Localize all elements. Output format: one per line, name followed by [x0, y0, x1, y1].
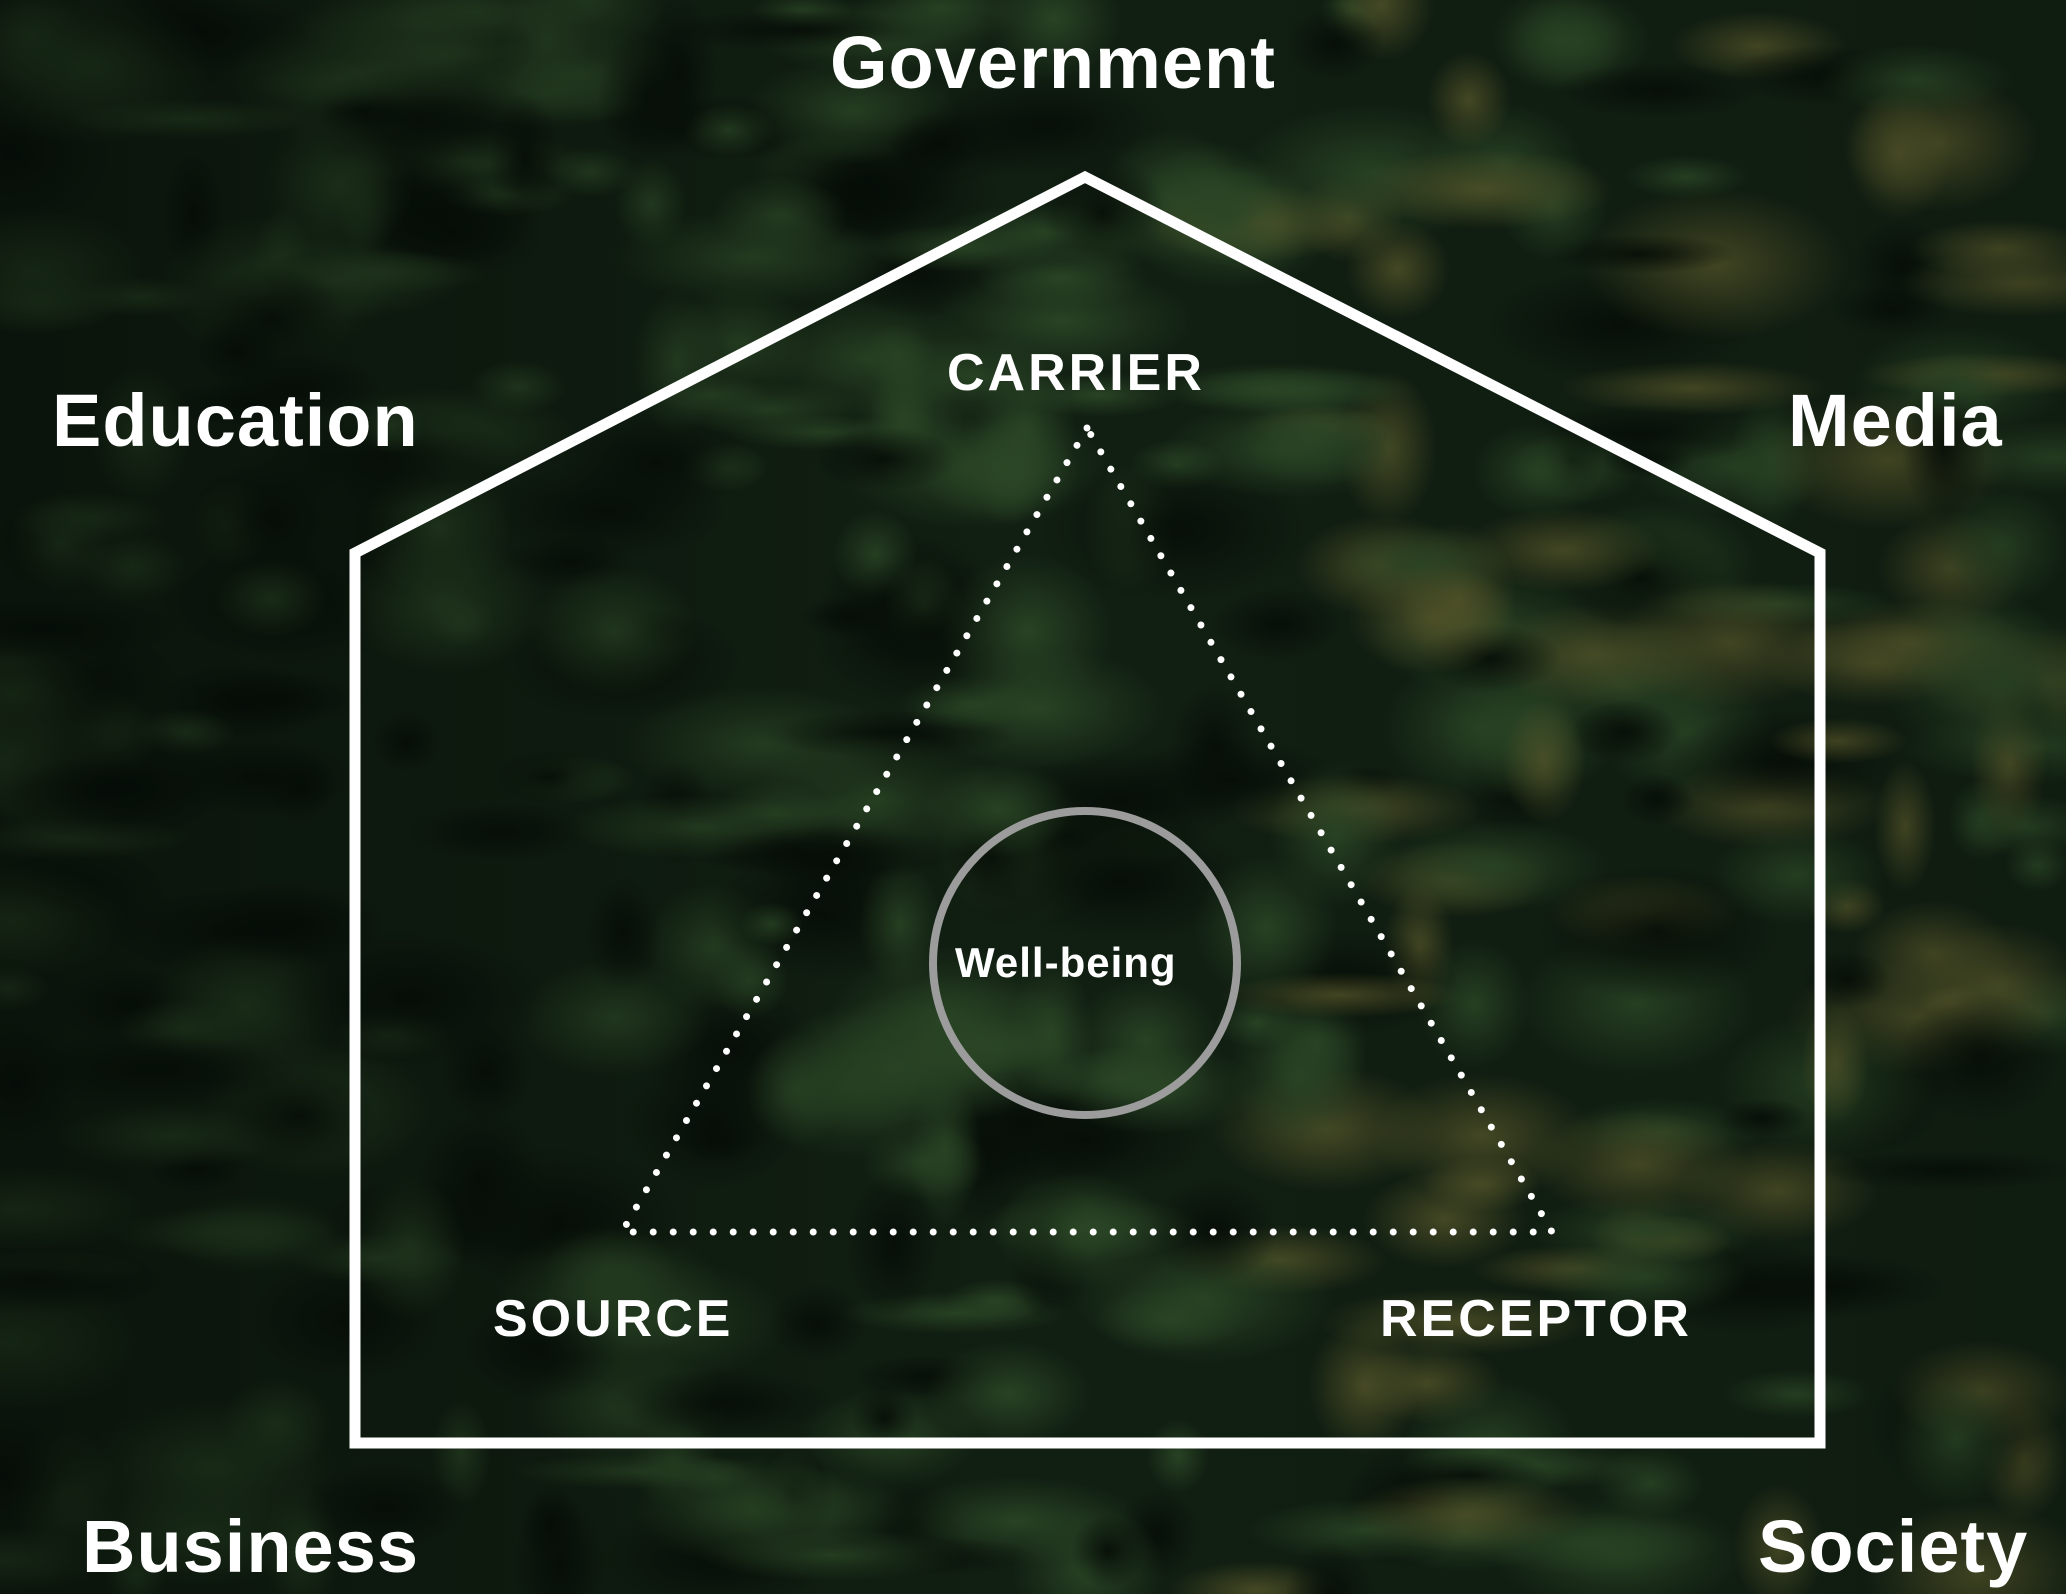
label-carrier: CARRIER [947, 344, 1205, 402]
well-being-ring [929, 807, 1241, 1119]
dotted-triangle [615, 421, 1559, 1236]
label-government: Government [830, 21, 1276, 104]
label-source: SOURCE [493, 1290, 734, 1348]
house-outline [349, 170, 1826, 1449]
label-media: Media [1788, 379, 2003, 462]
label-education: Education [52, 379, 419, 462]
label-business: Business [82, 1505, 420, 1588]
label-society: Society [1758, 1505, 2029, 1588]
label-well-being: Well-being [955, 939, 1177, 986]
label-receptor: RECEPTOR [1380, 1290, 1692, 1348]
